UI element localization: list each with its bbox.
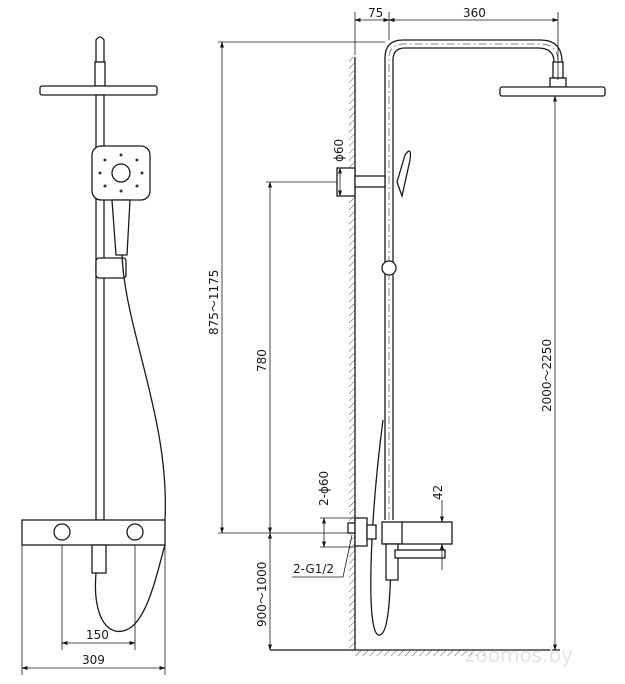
rain-shower-head-side [499,86,606,97]
dim-label-inlet-diameter: 2-ϕ60 [317,471,331,506]
dim-label-bracket-height: 780 [255,349,269,372]
wall-bracket-arm [354,175,386,188]
mixer-body-side [381,521,453,545]
slider-clamp [95,257,127,279]
dim-label-wall-offset: 75 [368,6,383,20]
dim-label-total-height: 875～1175 [207,270,221,335]
slider-knob [381,260,397,276]
thermostatic-mixer [21,519,166,546]
dim-label-arm-length: 360 [463,6,486,20]
side-view: 75 360 875～1175 780 900～1000 2000～2250 ϕ… [207,6,606,656]
wall-hatch [349,57,355,650]
hose-upper [121,254,167,521]
dim-label-mixer-height: 900～1000 [255,562,269,627]
dim-label-inlet-thread: 2-G1/2 [293,562,334,576]
head-connector [94,61,106,87]
shower-arm-inner [392,47,555,520]
hand-shower-handle [111,199,131,256]
hose-loop [94,544,166,633]
dim-label-head-height: 2000～2250 [540,339,554,412]
spray-nozzles [98,153,144,193]
floor-hatch [355,650,485,656]
valve-left [53,523,71,541]
dim-label-inlet-spacing: 150 [86,628,109,642]
hose-side [370,419,393,636]
valve-right [126,523,144,541]
hand-shower-side [396,150,412,199]
leader-2-g1-2 [292,534,353,578]
dim-label-mixer-width: 309 [82,653,105,667]
shower-arm-outer [384,39,563,520]
hose-outlet [91,544,107,574]
rain-shower-head-front [39,85,158,96]
inlet-nut [366,524,377,540]
dim-label-bracket-diameter: ϕ60 [332,139,346,162]
watermark: zoomos.by [465,643,573,667]
hand-shower-center-icon [111,163,131,183]
dim-label-mixer-depth: 42 [431,485,445,500]
inlet-fitting [347,522,356,534]
riser-top-cap [95,36,105,62]
front-view: 150 309 [21,36,167,675]
spout [394,549,446,559]
inlet-flange [354,517,368,547]
